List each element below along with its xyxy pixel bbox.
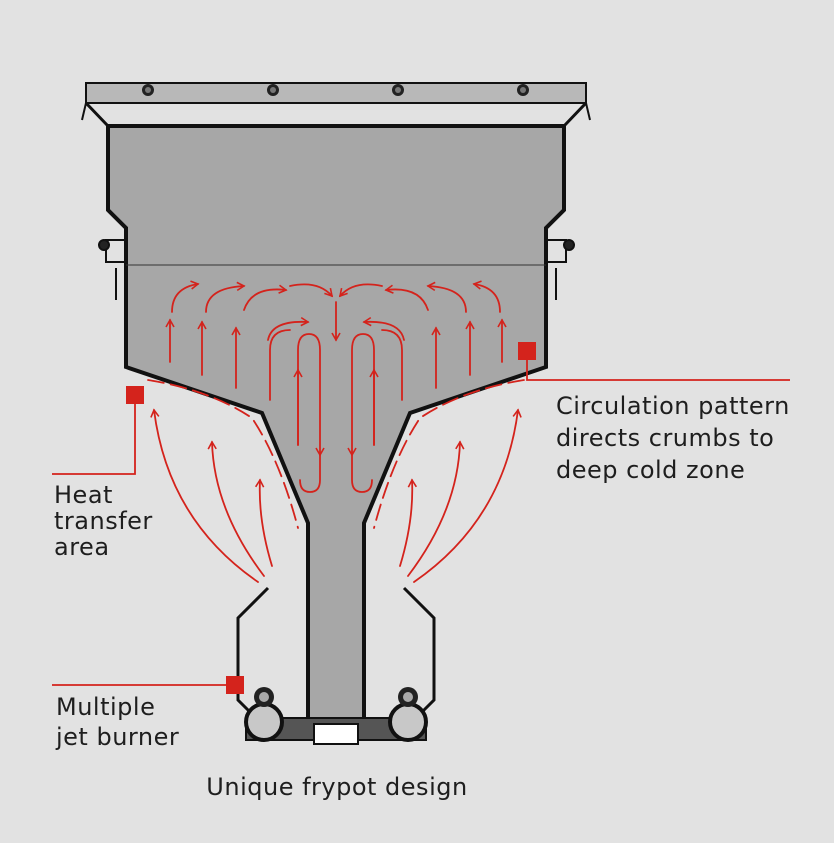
loop-arrow <box>381 329 403 401</box>
heat-arrow <box>373 379 525 529</box>
callout-heat-transfer <box>52 386 144 475</box>
swirl-arrow <box>362 316 405 341</box>
swirl-arrow <box>426 281 467 313</box>
heat-arrow <box>399 478 418 567</box>
heat-arrow <box>254 478 273 567</box>
swirl-arrow <box>289 283 334 298</box>
circulation-pattern-label: Circulation pattern directs crumbs to de… <box>556 392 790 484</box>
heat-arrow <box>207 440 265 577</box>
callout-circulation <box>518 342 790 381</box>
jet-burner-left <box>244 687 284 742</box>
swirl-arrow <box>205 281 246 313</box>
loop-arrow <box>351 454 373 493</box>
flange-bolt <box>267 84 279 96</box>
diagram-caption: Unique frypot design <box>206 773 468 801</box>
loop-arrow <box>347 333 375 457</box>
swirl-arrow <box>243 284 288 311</box>
burner-housing-right <box>402 586 436 714</box>
heat-arrow <box>147 379 299 529</box>
left-bracket <box>98 239 126 300</box>
frypot-body <box>106 124 566 735</box>
circulation-arrows <box>165 280 507 493</box>
burner-manifold <box>244 687 428 745</box>
loop-arrow <box>269 329 291 401</box>
flange-bolt <box>392 84 404 96</box>
callout-jet-burner <box>52 676 244 694</box>
swirl-arrow <box>472 280 501 313</box>
burner-housing-left <box>236 586 270 714</box>
swirl-arrow <box>267 316 310 341</box>
right-bracket <box>546 239 575 300</box>
swirl-arrow <box>338 283 383 298</box>
heat-transfer-label: Heat transfer area <box>54 481 153 561</box>
flange-bolt <box>517 84 529 96</box>
swirl-arrow <box>171 280 200 313</box>
flange-bolt <box>142 84 154 96</box>
heat-arrow <box>413 408 522 583</box>
heat-flow-arrows <box>147 379 525 583</box>
heat-arrow <box>407 440 465 577</box>
loop-arrow <box>297 333 325 457</box>
jet-burner-label: Multiple jet burner <box>56 693 180 751</box>
heat-arrow <box>150 408 259 583</box>
swirl-arrow <box>384 284 429 311</box>
top-flange <box>81 82 591 128</box>
loop-arrow <box>299 454 321 493</box>
jet-burner-right <box>388 687 428 742</box>
